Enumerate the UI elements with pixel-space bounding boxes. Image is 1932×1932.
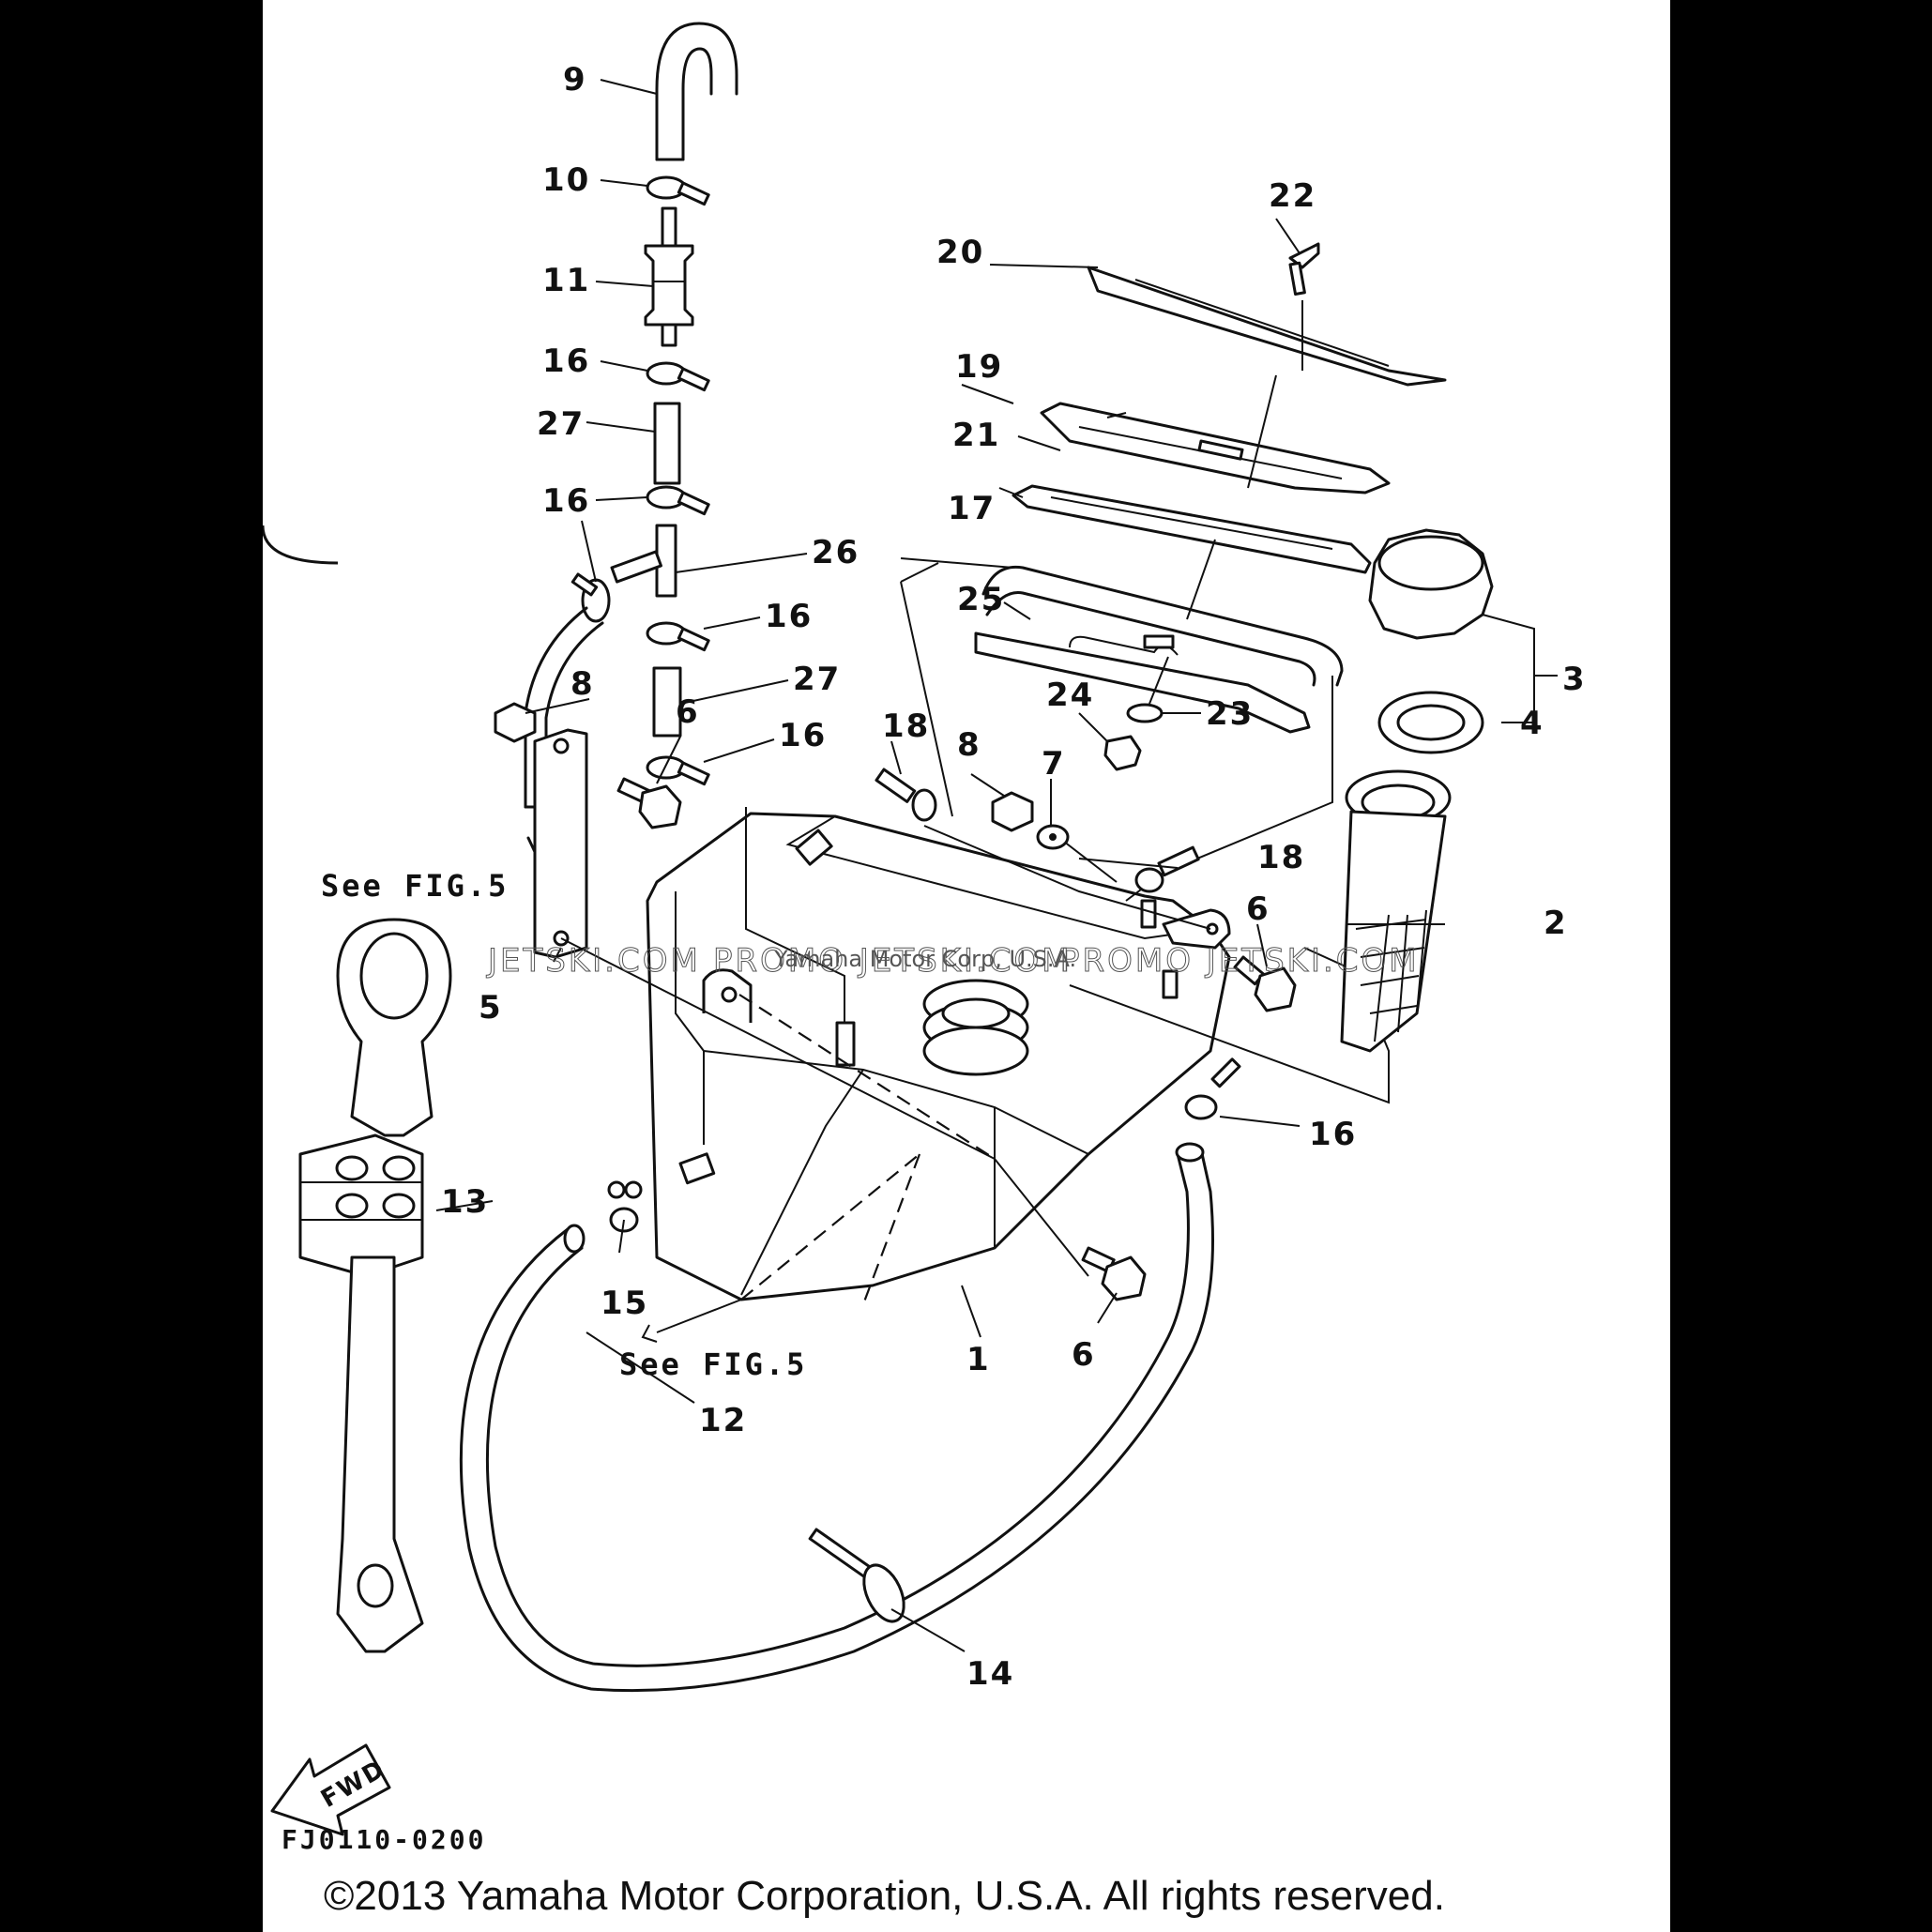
callout-14: 14 (966, 1655, 1014, 1693)
callout-25: 25 (957, 581, 1005, 618)
callout-16-e: 16 (1309, 1116, 1357, 1153)
callout-23: 23 (1206, 695, 1254, 733)
callout-4: 4 (1520, 705, 1544, 742)
callout-8-left: 8 (570, 665, 595, 703)
left-hose-inner (544, 621, 604, 809)
part-3-cap (1368, 528, 1494, 640)
hose-end-left (563, 1224, 586, 1254)
part-18-fitting-a (875, 768, 937, 822)
callout-15: 15 (601, 1285, 648, 1322)
callout-1: 1 (966, 1341, 991, 1378)
callout-11: 11 (542, 262, 590, 299)
callout-10: 10 (542, 161, 590, 199)
callout-20: 20 (936, 234, 984, 271)
part-16-clamp-b (646, 485, 710, 516)
part-23-grommet (1126, 703, 1164, 723)
callout-26: 26 (812, 534, 860, 571)
watermark-small: Yamaha Motor Corp, U.S.A. (773, 946, 1076, 972)
callout-7: 7 (1042, 745, 1066, 783)
leader-fig5-dash (861, 1153, 921, 1305)
callout-8-right: 8 (957, 726, 981, 764)
callout-5: 5 (479, 989, 503, 1027)
callout-19: 19 (955, 348, 1003, 386)
part-16-clamp-d (646, 621, 710, 652)
part-14-cable-tie (808, 1528, 905, 1623)
callout-12: 12 (699, 1402, 747, 1439)
part-6-bolt-right (1233, 955, 1297, 1012)
leader-17-18 (900, 562, 1211, 930)
hose-end-right (1175, 1142, 1205, 1163)
callout-16-a: 16 (542, 342, 590, 380)
see-fig5-bottom: See FIG.5 (619, 1346, 807, 1382)
part-26-t-joint (610, 524, 677, 598)
callout-22: 22 (1269, 177, 1316, 215)
callout-27-b: 27 (793, 661, 841, 698)
callout-16-b: 16 (542, 482, 590, 520)
callout-18-b: 18 (1257, 839, 1305, 876)
watermark-left: JETSKI.COM (486, 942, 701, 980)
callout-leaders (435, 79, 1558, 1652)
part-25-plate (974, 631, 1311, 734)
part-20-plate (1087, 266, 1447, 387)
part-19-plate (1040, 402, 1391, 494)
copyright-notice: ©2013 Yamaha Motor Corporation, U.S.A. A… (324, 1873, 1445, 1919)
part-27-pipe-b (652, 666, 682, 738)
part-8-nut-left (494, 702, 537, 743)
callout-21: 21 (952, 417, 1000, 454)
part-13-holder (263, 525, 452, 1653)
leader-stack-center (1149, 300, 1303, 705)
part-24-cap (1103, 735, 1142, 771)
callout-6-right: 6 (1246, 890, 1270, 928)
callout-16-d: 16 (779, 717, 827, 754)
part-8-nut-right (991, 791, 1034, 832)
part-12-hose-outer (459, 1148, 1214, 1693)
part-6-bolt-bottom (1081, 1246, 1147, 1301)
callout-27-a: 27 (537, 405, 585, 443)
part-4-seal-ring (1377, 691, 1484, 754)
callout-3: 3 (1562, 661, 1587, 698)
part-7-hole (1049, 833, 1057, 841)
part-17-hose (981, 565, 1344, 687)
part-16-clamp-c (570, 572, 611, 623)
callout-16-c: 16 (765, 598, 813, 635)
callout-17: 17 (948, 490, 996, 527)
leader-6-dash-a (738, 994, 996, 1160)
callout-2: 2 (1544, 905, 1568, 942)
part-2-strainer (1340, 769, 1452, 1053)
callout-13: 13 (441, 1183, 489, 1221)
part-22-screw (1288, 242, 1320, 297)
left-hose-outer (524, 606, 588, 809)
fwd-arrow (270, 1743, 391, 1836)
part-9-hose (655, 22, 738, 161)
part-16-clamp-a (646, 361, 710, 392)
callout-9: 9 (563, 61, 587, 99)
part-11-fuel-filter (644, 206, 694, 347)
part-16-clamp-f (1184, 1057, 1241, 1120)
part-21-gasket (1012, 484, 1372, 574)
part-16-clamp-e (646, 755, 710, 786)
watermark-right: PROMO JETSKI.COM (1060, 942, 1420, 980)
part-18-fitting-b (1134, 845, 1200, 893)
callout-24: 24 (1046, 677, 1094, 714)
drawing-code: FJ0110-0200 (281, 1824, 486, 1855)
part-1-oil-tank (646, 812, 1231, 1301)
part-27-pipe-a (653, 402, 681, 485)
exploded-parts-diagram: JETSKI.COM PROMO JETSKI.COM PROMO JETSKI… (263, 22, 1587, 1919)
see-fig5-left: See FIG.5 (321, 868, 509, 904)
callout-6-bottom: 6 (1072, 1336, 1096, 1374)
leader-dash-b (740, 1153, 920, 1301)
callout-numbers: 9 10 11 16 27 16 26 16 27 16 8 6 18 8 7 … (441, 61, 1587, 1693)
callout-18-a: 18 (882, 707, 930, 745)
watermark-center: PROMO JETSKI.COM (713, 942, 1072, 980)
leader-5-to-6 (560, 937, 1089, 1277)
parts-diagram-sheet: JETSKI.COM PROMO JETSKI.COM PROMO JETSKI… (263, 0, 1670, 1932)
part-10-clamp (646, 175, 710, 206)
leader-16-to-tank (745, 807, 845, 1023)
part-15-fitting (607, 1180, 643, 1233)
callout-6-left: 6 (676, 693, 700, 731)
part-12-hose-inner (486, 1152, 1190, 1667)
part-5-bracket (533, 728, 588, 959)
arrow-to-fig5-bottom (641, 1299, 742, 1343)
part-6-bolt-left (616, 777, 682, 829)
